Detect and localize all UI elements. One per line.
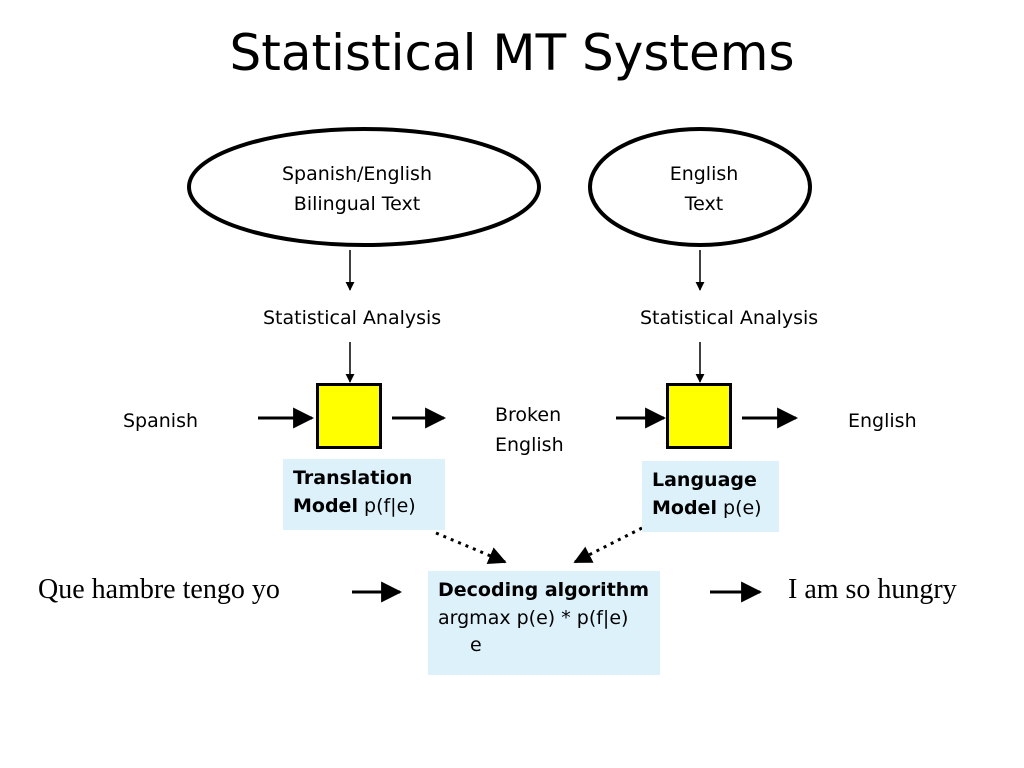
translation-model-name-line1: Translation [293,467,413,489]
broken-english-line2: English [495,434,564,457]
english-text-line2: Text [684,193,724,216]
dotted-arrow-translation-to-decoder [435,531,507,565]
dotted-arrow-language-to-decoder [573,526,643,564]
slide-title: Statistical MT Systems [229,24,795,82]
output-language-label: English [848,410,917,432]
translation-model-name-line2: Model [293,494,358,517]
language-model-box [666,383,732,449]
bilingual-text-oval [187,127,541,247]
language-model-name-line2: Model [652,496,717,519]
translation-model-formula: p(f|e) [364,494,416,517]
statistical-analysis-left: Statistical Analysis [263,307,442,329]
broken-english-label: Broken English [495,400,564,461]
bilingual-text-label: Spanish/English Bilingual Text [214,159,500,220]
decoding-algorithm-subscript: e [470,634,482,657]
language-model-name-line1: Language [652,469,757,491]
bilingual-text-line1: Spanish/English [281,163,433,185]
bilingual-text-line2: Bilingual Text [293,193,421,216]
translation-model-box [316,383,382,449]
decoding-algorithm-box: Decoding algorithm argmax p(e) * p(f|e) … [428,571,660,675]
translation-model-label: Translation Model p(f|e) [283,459,445,530]
input-language-label: Spanish [123,410,199,432]
language-model-formula: p(e) [723,496,762,519]
example-input-sentence: Que hambre tengo yo [38,574,280,605]
language-model-label: Language Model p(e) [642,461,779,532]
english-text-line1: English [669,163,739,185]
statistical-analysis-right: Statistical Analysis [640,307,819,329]
english-text-label: English Text [620,159,788,220]
decoding-algorithm-name: Decoding algorithm [438,579,650,601]
example-output-sentence: I am so hungry [788,574,957,605]
decoding-algorithm-formula: argmax p(e) * p(f|e) [438,606,629,629]
english-text-oval [588,127,812,247]
broken-english-line1: Broken [495,404,562,426]
